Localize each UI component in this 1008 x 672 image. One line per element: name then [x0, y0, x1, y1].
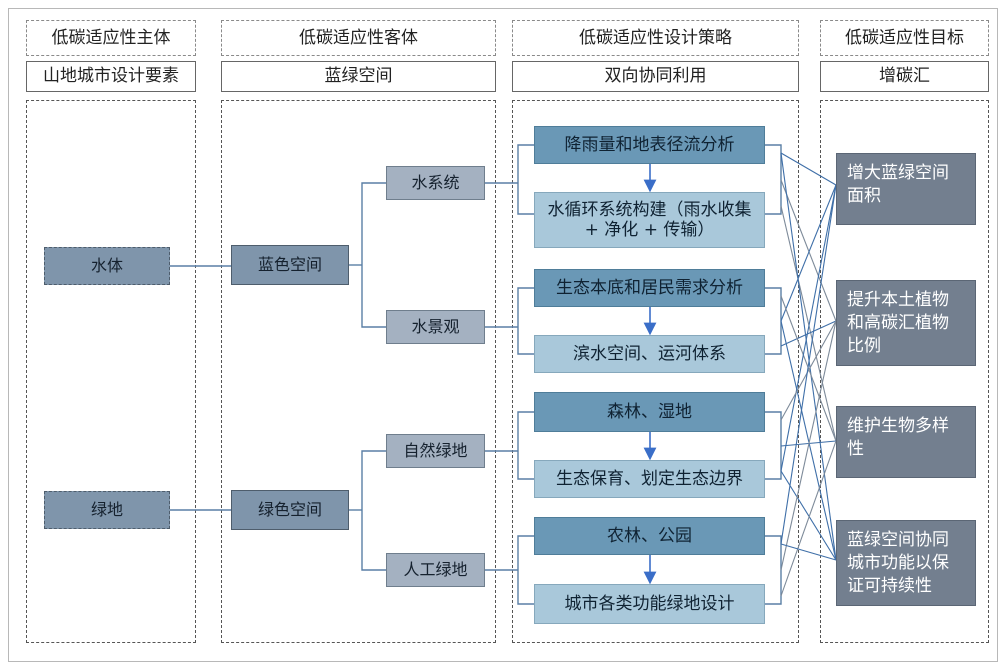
subheader-subject: 山地城市设计要素	[26, 61, 196, 92]
connector-strategy-goal	[780, 184, 837, 472]
connector-strategy-goal	[780, 205, 837, 442]
connector-branch-strategy	[517, 144, 534, 215]
goal-node-biodiversity: 维护生物多样性	[836, 406, 976, 478]
strategy-3-action: 生态保育、划定生态边界	[534, 460, 765, 498]
branch-node-water-landscape: 水景观	[386, 310, 485, 344]
object-node-green-space: 绿色空间	[231, 490, 349, 530]
subject-node-water: 水体	[44, 247, 170, 285]
connector-object-branch	[361, 450, 386, 571]
connector-branch-strategy	[517, 535, 534, 605]
strategy-1-analysis: 降雨量和地表径流分析	[534, 126, 765, 164]
goal-node-plant-ratio: 提升本土植物和高碳汇植物比例	[836, 280, 976, 366]
branch-node-natural-green: 自然绿地	[386, 434, 485, 468]
strategy-4-analysis: 农林、公园	[534, 517, 765, 555]
connector-strategy-goal	[780, 320, 837, 421]
connector-strategy-goal	[780, 440, 837, 597]
branch-node-water-system: 水系统	[386, 166, 485, 200]
connector-strategy-goal	[780, 320, 837, 561]
connector-strategy-goal	[780, 543, 837, 561]
branch-node-artificial-green: 人工绿地	[386, 553, 485, 587]
strategy-1-action: 水循环系统构建（雨水收集 + 净化 + 传输）	[534, 192, 765, 248]
strategy-3-analysis: 森林、湿地	[534, 392, 765, 432]
connector-strategy-goal	[780, 320, 837, 347]
connector-strategy-goal	[780, 184, 837, 545]
connector-branch-strategy	[517, 411, 534, 480]
goal-node-sustainability: 蓝绿空间协同城市功能以保证可持续性	[836, 520, 976, 606]
subheader-strategy: 双向协同利用	[512, 61, 799, 92]
connector-strategy-bracket	[765, 535, 782, 605]
goal-column	[820, 100, 989, 643]
goal-node-increase-area: 增大蓝绿空间面积	[836, 153, 976, 225]
connector-branch-strategy	[517, 287, 534, 355]
connector-strategy-bracket	[765, 144, 782, 215]
connector-strategy-goal	[780, 152, 837, 186]
strategy-2-analysis: 生态本底和居民需求分析	[534, 269, 765, 307]
connector-strategy-goal	[780, 184, 837, 322]
connector-strategy-goal	[780, 320, 837, 571]
header-subject: 低碳适应性主体	[26, 20, 196, 56]
connector-strategy-bracket	[765, 411, 782, 480]
connector-strategy-goal	[780, 179, 837, 322]
strategy-2-action: 滨水空间、运河体系	[534, 335, 765, 373]
outer-frame	[8, 8, 998, 662]
object-node-blue-space: 蓝色空间	[231, 245, 349, 285]
subject-node-green: 绿地	[44, 491, 170, 529]
connector-strategy-goal	[780, 295, 837, 442]
strategy-column	[512, 100, 799, 643]
strategy-4-action: 城市各类功能绿地设计	[534, 584, 765, 624]
connector-strategy-goal	[780, 152, 837, 561]
connector-strategy-bracket	[765, 287, 782, 355]
subheader-object: 蓝绿空间	[221, 61, 496, 92]
object-column	[221, 100, 496, 643]
connector-object-branch	[361, 182, 386, 328]
header-strategy: 低碳适应性设计策略	[512, 20, 799, 56]
subject-column	[26, 100, 196, 643]
header-goal: 低碳适应性目标	[820, 20, 989, 56]
subheader-goal: 增碳汇	[820, 61, 989, 92]
header-object: 低碳适应性客体	[221, 20, 496, 56]
